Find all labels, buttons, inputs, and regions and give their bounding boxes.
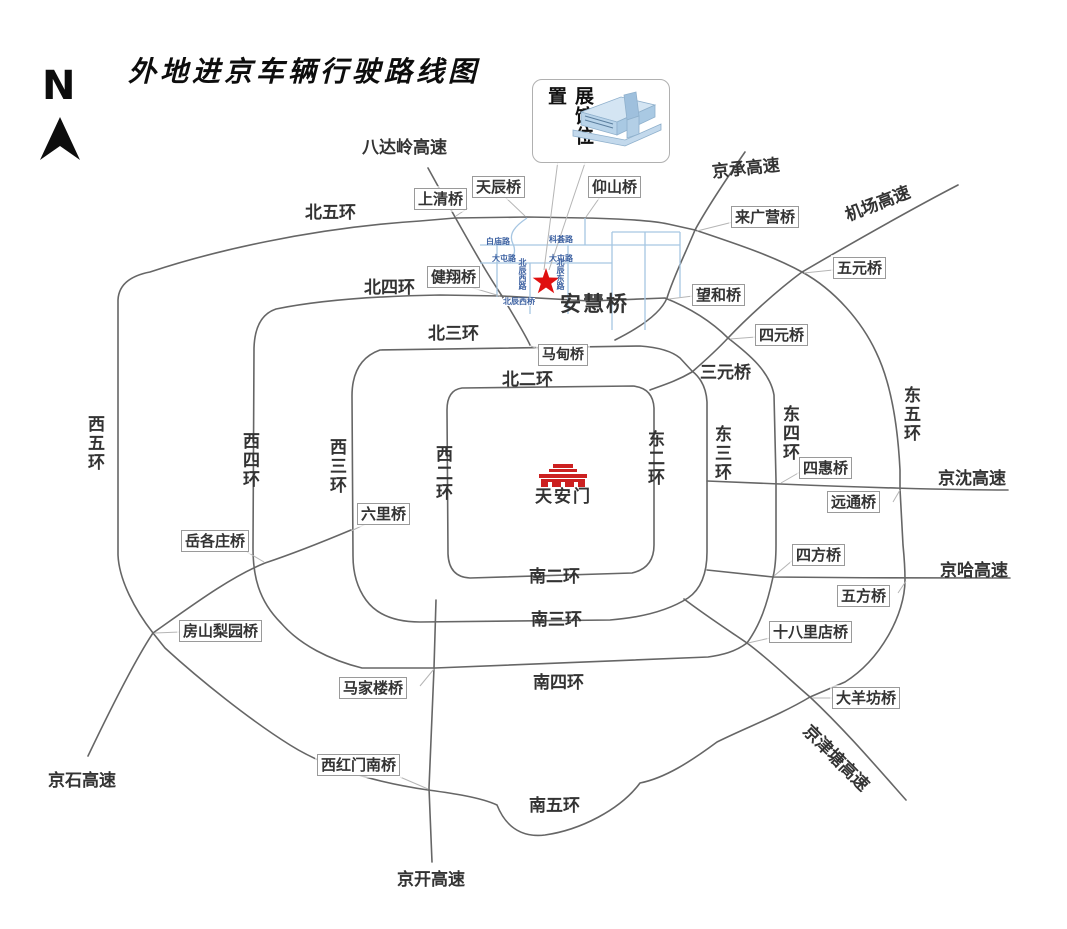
bridge-label-yuantong: 远通桥: [827, 491, 881, 513]
bridge-label-sanyuan: 三元桥: [700, 363, 751, 383]
bridge-label-anhui: 安慧桥: [560, 292, 629, 316]
compass-north-label: N: [42, 63, 76, 109]
ring-label-west2: 西二环: [432, 445, 452, 502]
venue-callout: 展馆位置: [532, 79, 670, 163]
venue-building-illustration: [572, 91, 662, 147]
bridge-label-tianchen: 天辰桥: [472, 176, 526, 198]
ring-label-east4: 东四环: [779, 405, 799, 462]
callout-lines: [154, 159, 907, 790]
street-label-datun-east: 大屯路: [549, 254, 573, 263]
highway-label-badaling: 八达岭高速: [362, 138, 447, 158]
bridge-label-madian: 马甸桥: [538, 344, 588, 366]
bridge-label-xihongmennan: 西红门南桥: [317, 754, 401, 776]
highway-label-jingkai: 京开高速: [397, 870, 465, 890]
ring-road-2: [446, 385, 655, 579]
street-label-beichen-east-rd: 北辰东路: [556, 258, 565, 290]
north-arrow-icon: [40, 117, 80, 160]
tiananmen-icon: [539, 464, 587, 487]
highway-jingkai: [428, 599, 437, 863]
ring-label-east2: 东二环: [644, 430, 664, 487]
bridge-label-sifang: 四方桥: [792, 544, 846, 566]
bridge-label-siyuan: 四元桥: [755, 324, 809, 346]
bridge-label-yangshan: 仰山桥: [588, 176, 642, 198]
highway-jingjintang: [683, 598, 907, 801]
page-title: 外地进京车辆行驶路线图: [128, 55, 481, 88]
ring-label-south2: 南二环: [529, 567, 580, 587]
ring-label-south3: 南三环: [531, 610, 582, 630]
street-grid: [480, 217, 681, 330]
bridge-label-sihui: 四惠桥: [799, 457, 853, 479]
highway-label-jingshi: 京石高速: [48, 771, 116, 791]
bridge-label-yuegezhuang: 岳各庄桥: [181, 530, 250, 552]
highway-jingha: [706, 569, 1011, 579]
ring-label-north3: 北三环: [428, 324, 479, 344]
ring-label-east3: 东三环: [711, 425, 731, 482]
highway-jingshen: [706, 480, 1009, 491]
highway-airport: [649, 184, 959, 391]
ring-label-west3: 西三环: [326, 438, 346, 495]
street-label-beichen-west-bridge: 北辰西桥: [503, 297, 535, 306]
ring-road-4: [252, 294, 777, 669]
ring-label-north5: 北五环: [305, 203, 356, 223]
ring-road-5: [117, 216, 906, 837]
bridge-label-wuyuan: 五元桥: [833, 257, 887, 279]
bridge-label-shibalidian: 十八里店桥: [769, 621, 853, 643]
star-icon: [532, 268, 560, 294]
ring-label-east5: 东五环: [900, 386, 920, 443]
ring-label-south4: 南四环: [533, 673, 584, 693]
bridge-label-liuli: 六里桥: [357, 503, 411, 525]
ring-label-north4: 北四环: [364, 278, 415, 298]
bridge-label-shangqing: 上清桥: [414, 188, 468, 210]
bridge-label-laiguangying: 来广营桥: [731, 206, 800, 228]
street-label-datun-west: 大屯路: [492, 254, 516, 263]
street-label-beichen-west-rd: 北辰西路: [518, 258, 527, 290]
street-label-baimiao: 白庙路: [486, 237, 510, 246]
highway-jingcheng: [614, 151, 746, 341]
ring-label-north2: 北二环: [502, 370, 553, 390]
bridge-label-wanghe: 望和桥: [692, 284, 746, 306]
bridge-label-dayangfang: 大羊坊桥: [832, 687, 901, 709]
bridge-label-wufang: 五方桥: [837, 585, 891, 607]
bridge-label-jianxiang: 健翔桥: [427, 266, 481, 288]
highway-label-jingha: 京哈高速: [940, 561, 1008, 581]
bridge-label-majialou: 马家楼桥: [339, 677, 408, 699]
ring-label-south5: 南五环: [529, 796, 580, 816]
highway-label-jingshen: 京沈高速: [938, 469, 1006, 489]
ring-label-west5: 西五环: [84, 415, 104, 472]
highway-jingshi: [87, 529, 352, 757]
street-label-kehui: 科荟路: [549, 235, 573, 244]
bridge-label-fangshanliyuan: 房山梨园桥: [179, 620, 263, 642]
tiananmen-label: 天安门: [535, 487, 592, 507]
ring-label-west4: 西四环: [239, 432, 259, 489]
